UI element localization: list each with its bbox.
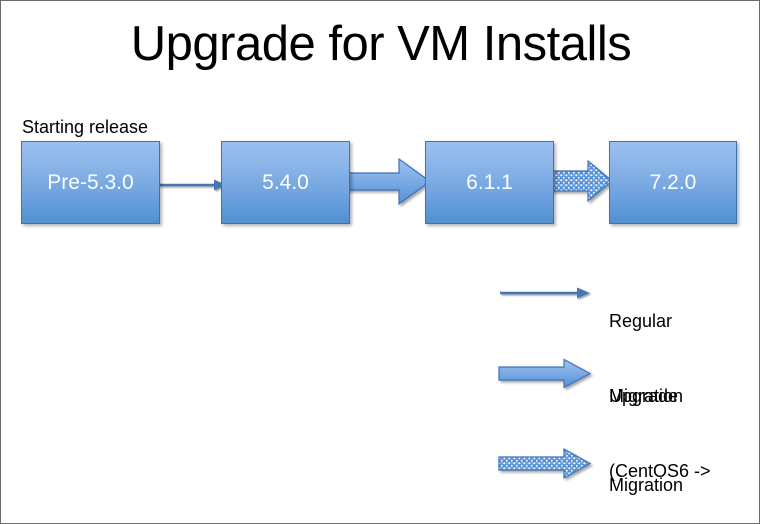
legend-label-line-1: Migration — [609, 386, 684, 406]
legend-label-line-2: Upgrade — [609, 386, 679, 406]
legend-label-line-1: Regular — [609, 311, 673, 331]
version-box-6-1-1[interactable]: 6.1.1 — [425, 141, 554, 224]
legend-label-line-2: (CentOS6 -> — [609, 461, 711, 481]
version-box-7-2-0[interactable]: 7.2.0 — [609, 141, 737, 224]
page-title: Upgrade for VM Installs — [130, 17, 632, 71]
version-box-label: 6.1.1 — [466, 170, 513, 194]
connector-migration-centos6-centos8-arrow-icon — [345, 157, 432, 206]
legend-label-line-1: Migration — [609, 475, 684, 495]
version-box-pre-5-3-0[interactable]: Pre-5.3.0 — [21, 141, 160, 224]
legend-migration-centos-rocky-arrow-icon — [498, 447, 592, 480]
legend-label-regular-upgrade: Regular Upgrade — [609, 259, 678, 459]
connector-regular-upgrade-arrow-icon — [159, 179, 226, 191]
connector-migration-centos-rocky-arrow-icon — [550, 159, 613, 203]
version-box-label: Pre-5.3.0 — [47, 170, 134, 194]
legend-label-migration-centos6-centos8: Migration (CentOS6 -> CentOS8) — [609, 334, 711, 523]
version-box-label: 5.4.0 — [262, 170, 309, 194]
legend-label-migration-centos-rocky: Migration (CentOS -> Rocky Linux) — [609, 423, 718, 523]
starting-release-caption: Starting release — [22, 117, 149, 137]
version-box-5-4-0[interactable]: 5.4.0 — [221, 141, 350, 224]
version-box-label: 7.2.0 — [649, 170, 697, 194]
legend-regular-upgrade-arrow-icon — [500, 287, 590, 299]
legend-migration-centos6-centos8-arrow-icon — [498, 358, 592, 389]
